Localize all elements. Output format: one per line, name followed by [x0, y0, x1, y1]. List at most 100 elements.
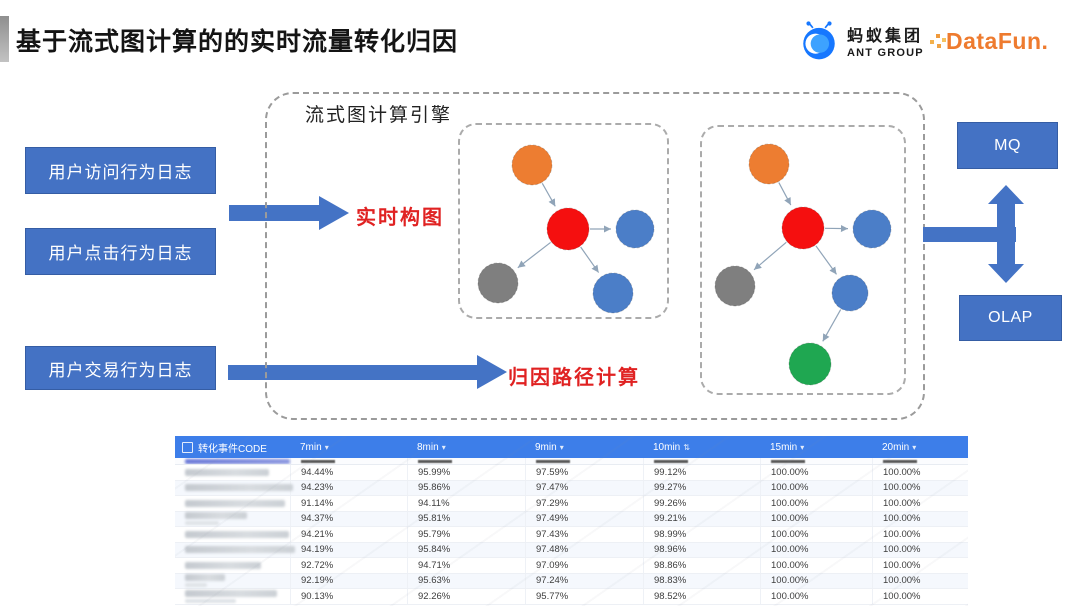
column-header-10min[interactable]: 10min⇅	[643, 442, 760, 453]
metric-cell: 94.19%	[290, 542, 407, 557]
sort-icon[interactable]: ▾	[912, 442, 917, 452]
graph-edge	[541, 183, 556, 207]
metric-cell: 97.29%	[525, 496, 643, 511]
column-header-8min[interactable]: 8min▾	[407, 442, 525, 453]
metric-cell: 98.52%	[643, 589, 760, 604]
metric-cell: 100.00%	[760, 465, 872, 480]
metric-cell: 95.63%	[407, 573, 525, 588]
table-row[interactable]: 94.23%95.86%97.47%99.27%100.00%100.00%	[175, 480, 968, 496]
table-row[interactable]: 91.14%94.11%97.29%99.26%100.00%100.00%	[175, 496, 968, 512]
graph-canvas	[714, 143, 892, 386]
event-code-redacted	[175, 496, 290, 511]
metric-cell: 99.27%	[643, 480, 760, 495]
column-label: 15min	[770, 441, 798, 453]
table-header-cols: 7min▾8min▾9min▾10min⇅15min▾20min▾	[290, 442, 968, 453]
select-all-checkbox[interactable]	[182, 441, 193, 453]
column-header-7min[interactable]: 7min▾	[290, 442, 407, 453]
metric-cell: 92.72%	[290, 558, 407, 573]
metric-cell: 100.00%	[872, 465, 968, 480]
metric-cell: 95.81%	[407, 511, 525, 526]
datafun-pixel-decoration	[930, 30, 946, 52]
sort-icon[interactable]: ▾	[324, 442, 329, 452]
metric-cell: 100.00%	[872, 589, 968, 604]
metric-cell: 100.00%	[760, 527, 872, 542]
sort-icon[interactable]: ⇅	[683, 442, 690, 452]
graph-node-gray	[477, 262, 519, 304]
clipped-metric-cell	[643, 458, 760, 464]
graph-node-orange	[748, 143, 790, 185]
column-header-event-code[interactable]: 转化事件CODE	[175, 440, 290, 455]
event-code-redacted	[175, 512, 290, 527]
event-code-redacted	[175, 543, 295, 558]
ant-group-name-en: ANT GROUP	[847, 46, 924, 59]
graph-node-orange	[511, 144, 553, 186]
source-box-click-log: 用户点击行为日志	[25, 228, 216, 275]
table-row[interactable]: 92.72%94.71%97.09%98.86%100.00%100.00%	[175, 558, 968, 574]
table-row[interactable]: 94.19%95.84%97.48%98.96%100.00%100.00%	[175, 542, 968, 558]
table-row[interactable]: 94.37%95.81%97.49%99.21%100.00%100.00%	[175, 511, 968, 527]
sink-arrow-up-head	[988, 185, 1024, 204]
column-label: 9min	[535, 441, 557, 453]
attribution-graph	[700, 125, 906, 395]
metric-cell: 97.09%	[525, 558, 643, 573]
metric-cell: 97.47%	[525, 480, 643, 495]
metric-cell: 97.24%	[525, 573, 643, 588]
sink-box-mq: MQ	[957, 122, 1058, 169]
event-code-redacted	[175, 481, 293, 496]
column-label: 10min	[653, 441, 681, 453]
table-row[interactable]: 94.44%95.99%97.59%99.12%100.00%100.00%	[175, 465, 968, 481]
table-row[interactable]: 90.13%92.26%95.77%98.52%100.00%100.00%	[175, 589, 968, 605]
graph-canvas	[477, 144, 655, 314]
metric-cell: 100.00%	[872, 527, 968, 542]
metric-cell: 97.43%	[525, 527, 643, 542]
metric-cell: 95.77%	[525, 589, 643, 604]
ant-group-name-cn: 蚂蚁集团	[847, 27, 924, 45]
clipped-metric-cell	[290, 458, 407, 464]
metric-cell: 100.00%	[760, 589, 872, 604]
table-row[interactable]: 94.21%95.79%97.43%98.99%100.00%100.00%	[175, 527, 968, 543]
column-header-20min[interactable]: 20min▾	[872, 442, 968, 453]
table-body: 94.44%95.99%97.59%99.12%100.00%100.00%94…	[175, 465, 968, 605]
metric-cell: 99.21%	[643, 511, 760, 526]
metric-cell: 97.59%	[525, 465, 643, 480]
metric-cell: 95.86%	[407, 480, 525, 495]
metric-cell: 98.99%	[643, 527, 760, 542]
graph-node-red	[546, 207, 590, 251]
table-partial-row	[175, 458, 968, 465]
metric-cell: 94.23%	[290, 480, 407, 495]
graph-node-blue	[831, 274, 869, 312]
metric-cell: 100.00%	[760, 573, 872, 588]
metric-cell: 100.00%	[872, 480, 968, 495]
column-label: 20min	[882, 441, 910, 453]
metric-cell: 92.19%	[290, 573, 407, 588]
source-box-trade-log: 用户交易行为日志	[25, 346, 216, 390]
metric-cell: 94.44%	[290, 465, 407, 480]
metric-cell: 94.37%	[290, 511, 407, 526]
sort-icon[interactable]: ▾	[800, 442, 805, 452]
graph-edge	[580, 246, 600, 273]
source-box-access-log: 用户访问行为日志	[25, 147, 216, 194]
sort-icon[interactable]: ▾	[441, 442, 446, 452]
metric-cell: 100.00%	[872, 496, 968, 511]
metric-cell: 98.83%	[643, 573, 760, 588]
metric-cell: 94.11%	[407, 496, 525, 511]
metric-cell: 100.00%	[760, 480, 872, 495]
engine-title: 流式图计算引擎	[305, 105, 453, 126]
graph-edge	[822, 309, 842, 342]
column-header-9min[interactable]: 9min▾	[525, 442, 643, 453]
clipped-metric-cell	[872, 458, 968, 464]
metric-cell: 98.86%	[643, 558, 760, 573]
sort-icon[interactable]: ▾	[559, 442, 564, 452]
title-accent-bar	[0, 16, 9, 62]
metric-cell: 100.00%	[760, 496, 872, 511]
metric-cell: 100.00%	[872, 558, 968, 573]
graph-edge	[753, 241, 787, 271]
stream-graph-engine-container	[265, 92, 925, 420]
graph-node-blue	[592, 272, 634, 314]
graph-edge	[778, 182, 792, 206]
column-header-15min[interactable]: 15min▾	[760, 442, 872, 453]
graph-node-gray	[714, 265, 756, 307]
table-row[interactable]: 92.19%95.63%97.24%98.83%100.00%100.00%	[175, 573, 968, 589]
event-code-header-label: 转化事件CODE	[198, 443, 267, 455]
